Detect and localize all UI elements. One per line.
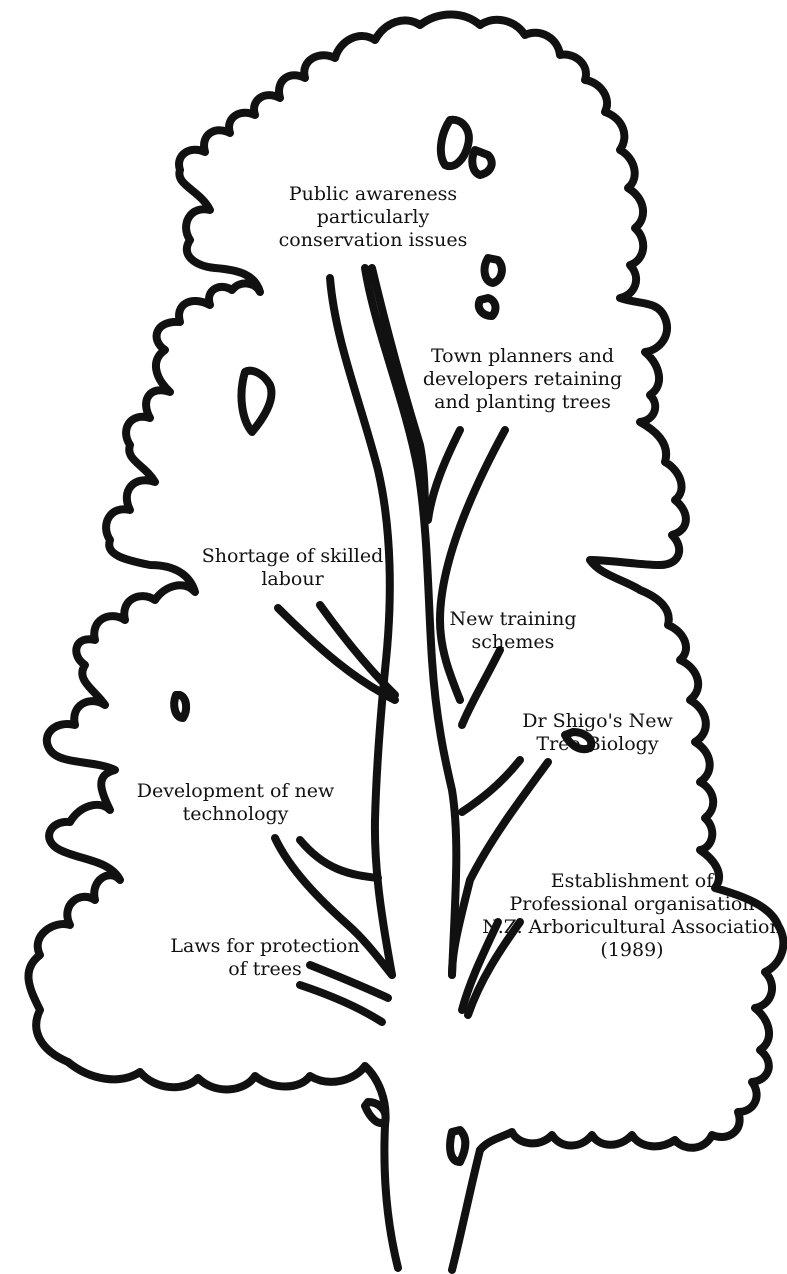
label-laws: Laws for protection of trees bbox=[160, 935, 370, 981]
label-training: New training schemes bbox=[448, 608, 578, 654]
hole-1 bbox=[441, 120, 469, 166]
hole-2 bbox=[472, 150, 491, 175]
canopy-outline-left-base bbox=[68, 1062, 398, 1268]
branch-2 bbox=[428, 430, 460, 520]
label-shigo: Dr Shigo's New Tree Biology bbox=[515, 710, 680, 756]
label-technology: Development of new technology bbox=[128, 780, 343, 826]
hole-3 bbox=[485, 258, 502, 283]
branch-7 bbox=[462, 760, 520, 812]
label-professional: Establishment of Professional organisati… bbox=[482, 870, 782, 962]
hole-5 bbox=[241, 371, 271, 432]
trunk-right-edge bbox=[452, 1150, 480, 1270]
branch-10 bbox=[300, 840, 378, 878]
hole-8 bbox=[365, 1102, 386, 1123]
label-public-awareness: Public awareness particularly conservati… bbox=[278, 183, 468, 252]
branch-6 bbox=[462, 650, 500, 725]
hole-6 bbox=[174, 695, 186, 718]
hole-9 bbox=[450, 1130, 465, 1162]
label-town-planners: Town planners and developers retaining a… bbox=[420, 345, 625, 414]
label-shortage: Shortage of skilled labour bbox=[195, 545, 390, 591]
hole-4 bbox=[479, 298, 496, 316]
